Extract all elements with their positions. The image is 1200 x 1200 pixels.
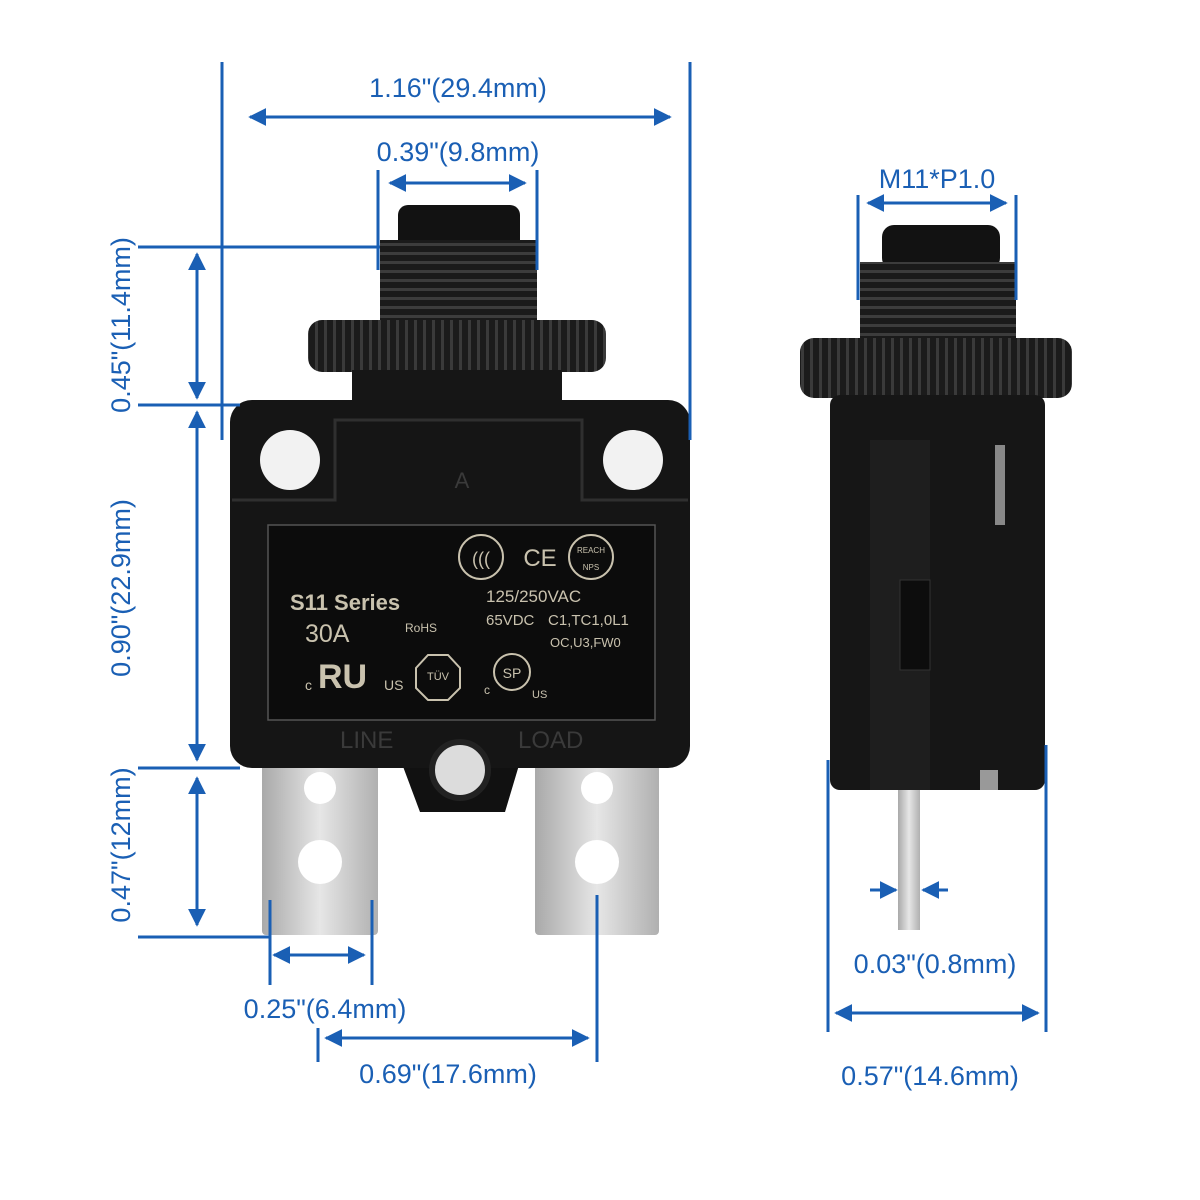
front-view: A ((( CE REACH NPS S11 Series 30A RoHS 1… [230, 205, 690, 935]
ac-voltage: 125/250VAC [486, 587, 581, 606]
thread-height-label: 0.45"(11.4mm) [106, 237, 136, 413]
nps-text: NPS [583, 563, 599, 572]
center-screw [429, 739, 491, 801]
side-body [830, 395, 1045, 790]
top-letter: A [455, 468, 470, 493]
rohs-mark: RoHS [405, 621, 437, 635]
tuv-text: TÜV [427, 671, 450, 683]
mounting-hole [603, 430, 663, 490]
ccc-logo [458, 534, 504, 580]
csa-c: c [484, 683, 490, 697]
reach-text: REACH [577, 546, 605, 555]
mounting-hole [260, 430, 320, 490]
ul-c: c [305, 677, 312, 693]
side-blade-terminal [898, 780, 920, 930]
side-thread [860, 262, 1016, 342]
tuv-logo [415, 654, 461, 701]
terminal-spacing-label: 0.69"(17.6mm) [359, 1059, 537, 1089]
overall-width-label: 1.16"(29.4mm) [369, 73, 547, 103]
line-label: LINE [340, 727, 393, 754]
thread [380, 240, 537, 325]
csa-us: US [532, 689, 547, 701]
csa-logo [493, 653, 531, 691]
svg-text:SP: SP [503, 665, 522, 681]
series-label: S11 Series [290, 590, 400, 615]
button-top [398, 205, 520, 250]
svg-text:(((: ((( [472, 549, 490, 569]
dimension-lines [138, 62, 1048, 1062]
reach-logo [568, 534, 614, 580]
body-depth-label: 0.57"(14.6mm) [841, 1061, 1019, 1091]
codes-line-1: C1,TC1,0L1 [548, 612, 629, 629]
load-label: LOAD [518, 727, 583, 754]
body-height-label: 0.90"(22.9mm) [106, 499, 136, 677]
side-button [882, 225, 1000, 270]
ce-mark: CE [523, 545, 556, 572]
button-width-label: 0.39"(9.8mm) [377, 137, 540, 167]
side-nut [800, 338, 1072, 398]
codes-line-2: OC,U3,FW0 [550, 635, 621, 650]
terminal-width-label: 0.25"(6.4mm) [244, 994, 407, 1024]
hex-nut [308, 320, 606, 372]
terminal-height-label: 0.47"(12mm) [106, 767, 136, 922]
ul-logo: RU [318, 658, 367, 696]
label-plate [267, 524, 656, 721]
thread-spec-label: M11*P1.0 [879, 164, 996, 194]
dc-voltage: 65VDC [486, 612, 535, 629]
terminal-thickness-label: 0.03"(0.8mm) [854, 949, 1017, 979]
rating-label: 30A [305, 620, 350, 648]
side-view [800, 225, 1072, 930]
ul-us: US [384, 677, 403, 693]
